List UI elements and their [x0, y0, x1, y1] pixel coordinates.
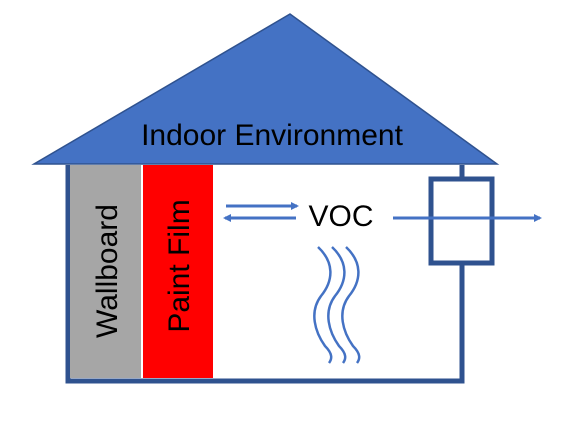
roof-label: Indoor Environment — [141, 119, 403, 152]
wallboard-layer — [70, 165, 141, 378]
wallboard-label: Wallboard — [91, 204, 124, 338]
voc-emission-waves — [313, 246, 361, 364]
paint-film-layer — [143, 165, 213, 378]
house-outline — [65, 165, 465, 384]
paint-film-label: Paint Film — [163, 199, 196, 332]
vent-box — [428, 176, 495, 266]
voc-label: VOC — [308, 200, 373, 233]
voc-wave-3 — [341, 246, 361, 364]
roof — [31, 13, 500, 165]
voc-wave-1 — [313, 246, 333, 364]
voc-wave-2 — [327, 246, 347, 364]
